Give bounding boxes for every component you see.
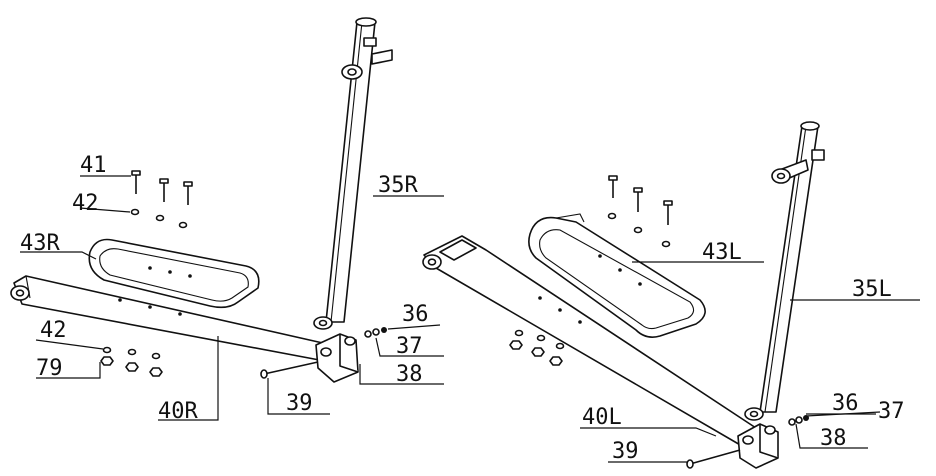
- leader-42b: [35, 339, 104, 350]
- leader-43r: [20, 251, 97, 260]
- leader-40l: [580, 427, 717, 437]
- nuts-79-right: [100, 356, 163, 377]
- bolts-41-right: [131, 170, 193, 205]
- nuts-left: [509, 340, 563, 366]
- label-37-right: 37: [396, 334, 423, 359]
- right-side-assembly: [10, 17, 444, 421]
- washers-left: [514, 212, 671, 350]
- bolts-left: [608, 175, 673, 225]
- label-79: 79: [36, 356, 63, 381]
- part-43r-pedal: [88, 238, 260, 309]
- label-39-right: 39: [286, 391, 313, 416]
- label-39-left: 39: [612, 439, 639, 464]
- label-38-right: 38: [396, 362, 423, 387]
- label-42-bottom: 42: [40, 318, 67, 343]
- label-40l: 40L: [582, 405, 622, 430]
- leader-40r: [158, 336, 219, 421]
- label-40r: 40R: [158, 399, 198, 424]
- label-41: 41: [80, 153, 107, 178]
- part-35l-post: [744, 121, 825, 421]
- label-43r: 43R: [20, 231, 60, 256]
- label-35l: 35L: [852, 277, 892, 302]
- left-side-assembly: [422, 121, 920, 469]
- label-37-left: 37: [878, 399, 905, 424]
- leader-38a: [359, 364, 444, 385]
- label-36-right: 36: [402, 302, 429, 327]
- part-40l-arm: [422, 235, 779, 469]
- washers-42-right: [102, 208, 188, 360]
- label-35r: 35R: [378, 173, 418, 198]
- fasteners-36-37-left: [788, 415, 809, 426]
- leader-36a: [387, 324, 441, 330]
- leader-37a: [375, 337, 444, 357]
- fasteners-36-37-right: [364, 327, 387, 338]
- leader-39a: [267, 378, 330, 415]
- label-36-left: 36: [832, 391, 859, 416]
- leader-38b: [795, 423, 868, 449]
- part-40r-arm: [10, 275, 359, 383]
- label-42-top: 42: [72, 191, 99, 216]
- leader-42a: [79, 207, 131, 213]
- part-43l-pedal: [528, 213, 706, 338]
- label-43l: 43L: [702, 240, 742, 265]
- label-38-left: 38: [820, 426, 847, 451]
- callout-labels: 41 42 43R 35R 36 37 38 42 79 40R 39 43L …: [20, 153, 905, 464]
- part-35r-post: [313, 17, 393, 330]
- leader-79: [36, 362, 101, 379]
